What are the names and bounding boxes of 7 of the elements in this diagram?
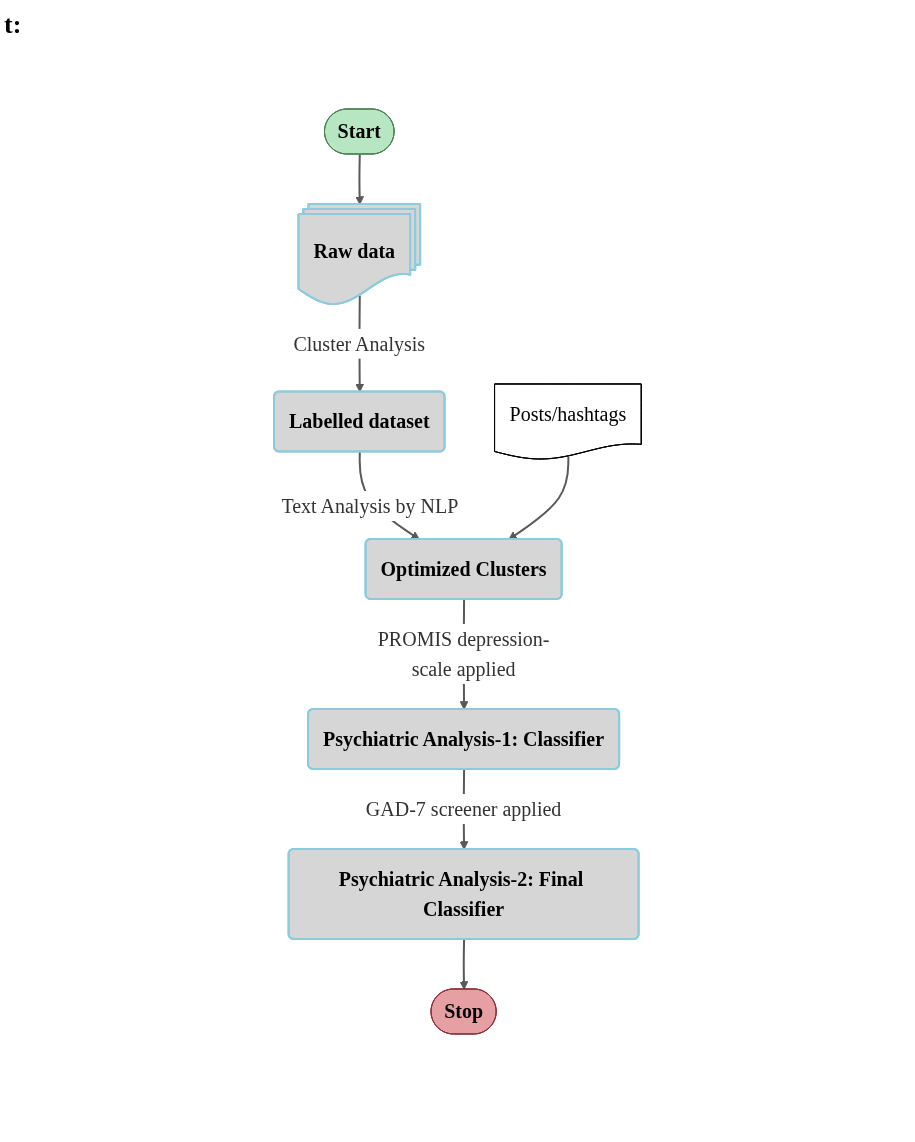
note-text: t: [4,10,22,40]
arrow [459,938,469,990]
edge-label: Text Analysis by NLP [281,494,459,517]
edge-label: GAD-7 screener applied [365,797,562,820]
edge-label: Cluster Analysis [293,332,425,355]
arrow [508,454,570,540]
edge-label: PROMIS depression-scale applied [377,627,550,680]
